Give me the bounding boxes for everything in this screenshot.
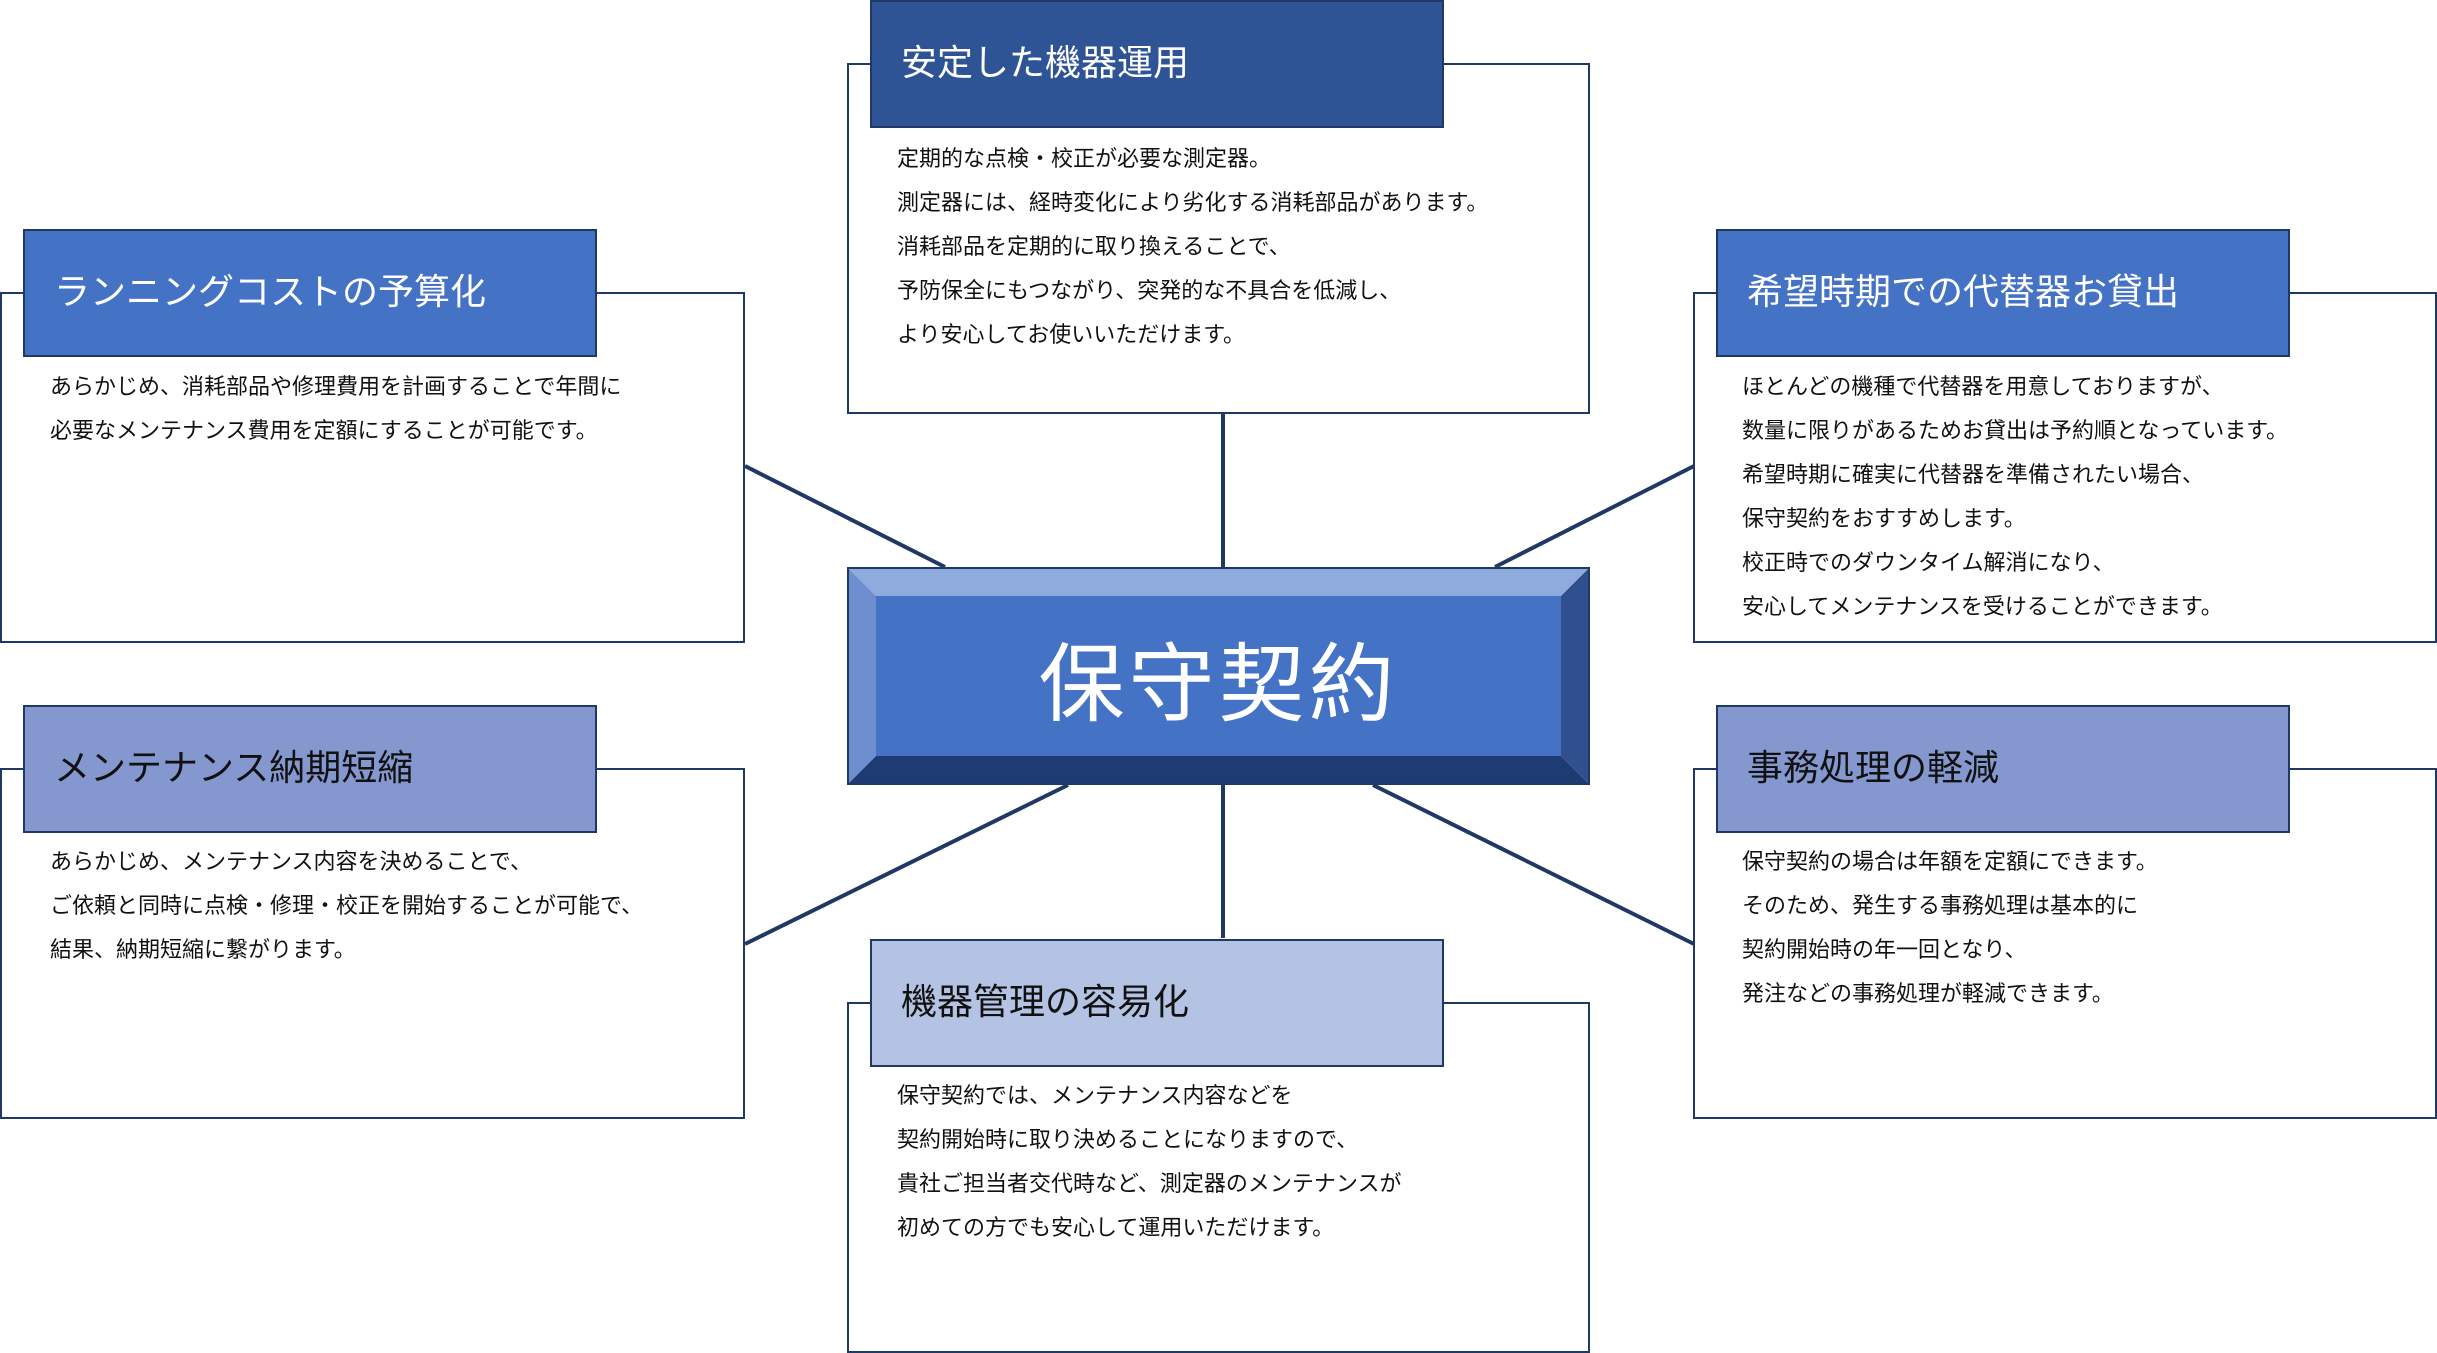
card-body-loaner-rental: ほとんどの機種で代替器を用意しておりますが、 数量に限りがあるためお貸出は予約順… <box>1742 366 2288 630</box>
center-bevel <box>847 567 1590 785</box>
bevel-right <box>1561 567 1590 785</box>
card-line: あらかじめ、メンテナンス内容を決めることで、 <box>50 850 533 875</box>
card-line: 契約開始時に取り決めることになりますので、 <box>897 1128 1359 1153</box>
center-face <box>876 596 1561 756</box>
card-line: 結果、納期短縮に繋がります。 <box>50 938 356 963</box>
card-line: 測定器には、経時変化により劣化する消耗部品があります。 <box>897 191 1489 216</box>
card-line: 初めての方でも安心して運用いただけます。 <box>897 1216 1335 1241</box>
card-line: あらかじめ、消耗部品や修理費用を計画することで年間に <box>50 375 622 400</box>
card-body-paperwork: 保守契約の場合は年額を定額にできます。 そのため、発生する事務処理は基本的に 契… <box>1742 841 2158 1017</box>
center-outline <box>847 567 1590 785</box>
card-line: ご依頼と同時に点検・修理・校正を開始することが可能で、 <box>50 894 644 919</box>
card-line: 保守契約では、メンテナンス内容などを <box>897 1084 1293 1109</box>
card-line: 定期的な点検・校正が必要な測定器。 <box>897 147 1272 172</box>
center-node: 保守契約 <box>847 567 1590 785</box>
card-title-paperwork: 事務処理の軽減 <box>1716 705 2290 833</box>
connector-upper-right <box>1494 464 1695 569</box>
card-line: 予防保全にもつながり、突発的な不具合を低減し、 <box>897 279 1402 304</box>
card-line: 数量に限りがあるためお貸出は予約順となっています。 <box>1742 419 2289 444</box>
card-line: 必要なメンテナンス費用を定額にすることが可能です。 <box>50 419 598 444</box>
card-line: そのため、発生する事務処理は基本的に <box>1742 894 2139 919</box>
card-line: ほとんどの機種で代替器を用意しておりますが、 <box>1742 375 2224 400</box>
card-line: 保守契約の場合は年額を定額にできます。 <box>1742 850 2158 875</box>
card-body-lead-time: あらかじめ、メンテナンス内容を決めることで、 ご依頼と同時に点検・修理・校正を開… <box>50 841 643 973</box>
card-title-easy-management: 機器管理の容易化 <box>870 939 1444 1067</box>
card-line: 発注などの事務処理が軽減できます。 <box>1742 982 2114 1007</box>
card-line: 校正時でのダウンタイム解消になり、 <box>1742 551 2115 576</box>
card-title-stable-operation: 安定した機器運用 <box>870 0 1444 128</box>
bevel-top <box>847 567 1590 596</box>
card-line: 契約開始時の年一回となり、 <box>1742 938 2027 963</box>
bevel-left <box>847 567 876 785</box>
card-line: 保守契約をおすすめします。 <box>1742 507 2026 532</box>
connector-upper-left <box>744 464 946 569</box>
card-line: 貴社ご担当者交代時など、測定器のメンテナンスが <box>897 1172 1402 1197</box>
card-line: 安心してメンテナンスを受けることができます。 <box>1742 595 2223 620</box>
bevel-bottom <box>847 756 1590 785</box>
card-body-running-cost: あらかじめ、消耗部品や修理費用を計画することで年間に 必要なメンテナンス費用を定… <box>50 366 621 454</box>
card-line: 希望時期に確実に代替器を準備されたい場合、 <box>1742 463 2205 488</box>
card-title-running-cost: ランニングコストの予算化 <box>23 229 597 357</box>
center-title: 保守契約 <box>1038 634 1399 735</box>
connector-lower-left <box>744 783 1069 946</box>
connector-lower-right <box>1372 783 1695 946</box>
card-body-easy-management: 保守契約では、メンテナンス内容などを 契約開始時に取り決めることになりますので、… <box>897 1075 1401 1251</box>
card-title-lead-time: メンテナンス納期短縮 <box>23 705 597 833</box>
card-line: 消耗部品を定期的に取り換えることで、 <box>897 235 1291 260</box>
card-body-stable-operation: 定期的な点検・校正が必要な測定器。 測定器には、経時変化により劣化する消耗部品が… <box>897 138 1488 358</box>
card-title-loaner-rental: 希望時期での代替器お貸出 <box>1716 229 2290 357</box>
card-line: より安心してお使いいただけます。 <box>897 323 1246 348</box>
